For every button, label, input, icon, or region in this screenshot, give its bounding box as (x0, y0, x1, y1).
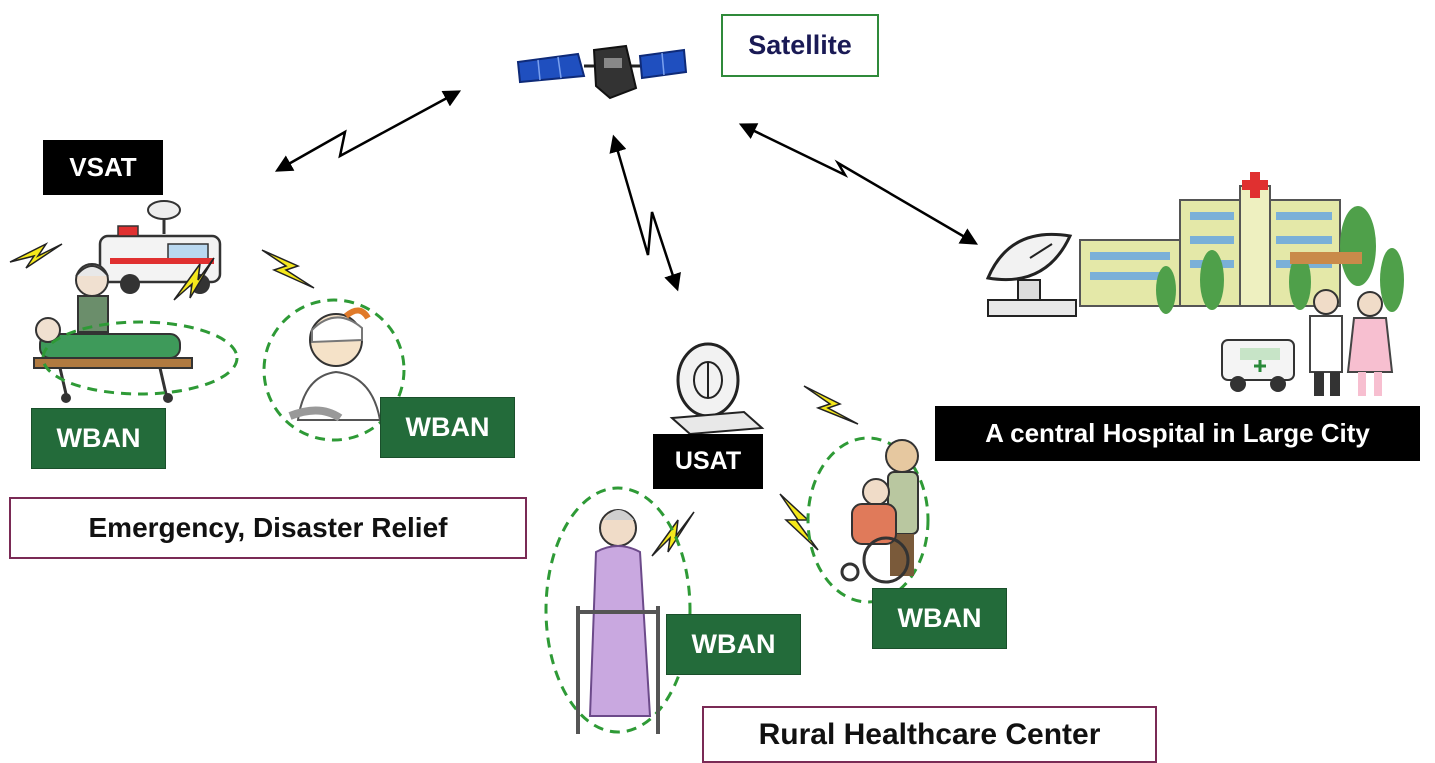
satellite-icon (516, 44, 688, 100)
injured-person-figure (288, 307, 382, 422)
wban-ring-walker (544, 486, 692, 734)
link-satellite-hospital (738, 123, 979, 245)
usat-dish-icon (669, 342, 765, 436)
dish-antenna-icon (985, 232, 1077, 317)
wban-label-injured: WBAN (380, 397, 515, 458)
walker-icon (576, 509, 660, 734)
rural-healthcare-label: Rural Healthcare Center (702, 706, 1157, 763)
hospital-staff-figure (1221, 289, 1394, 396)
wban-label-walker: WBAN (666, 614, 801, 675)
wban-label-stretcher: WBAN (31, 408, 166, 469)
satellite-label: Satellite (721, 14, 879, 77)
vsat-label: VSAT (43, 140, 163, 195)
wban-ring-wheelchair (806, 436, 930, 604)
link-satellite-vsat (274, 90, 462, 172)
wban-label-wheelchair: WBAN (872, 588, 1007, 649)
link-satellite-usat (609, 134, 681, 292)
wheelchair-icon (840, 439, 919, 584)
ambulance-icon (98, 200, 222, 294)
wban-ring-stretcher (41, 320, 239, 396)
wban-ring-injured (262, 298, 406, 442)
hospital-building-icon (1079, 172, 1404, 314)
hospital-label: A central Hospital in Large City (935, 406, 1420, 461)
usat-label: USAT (653, 434, 763, 489)
stretcher-patient-figure (33, 263, 193, 403)
emergency-label: Emergency, Disaster Relief (9, 497, 527, 559)
